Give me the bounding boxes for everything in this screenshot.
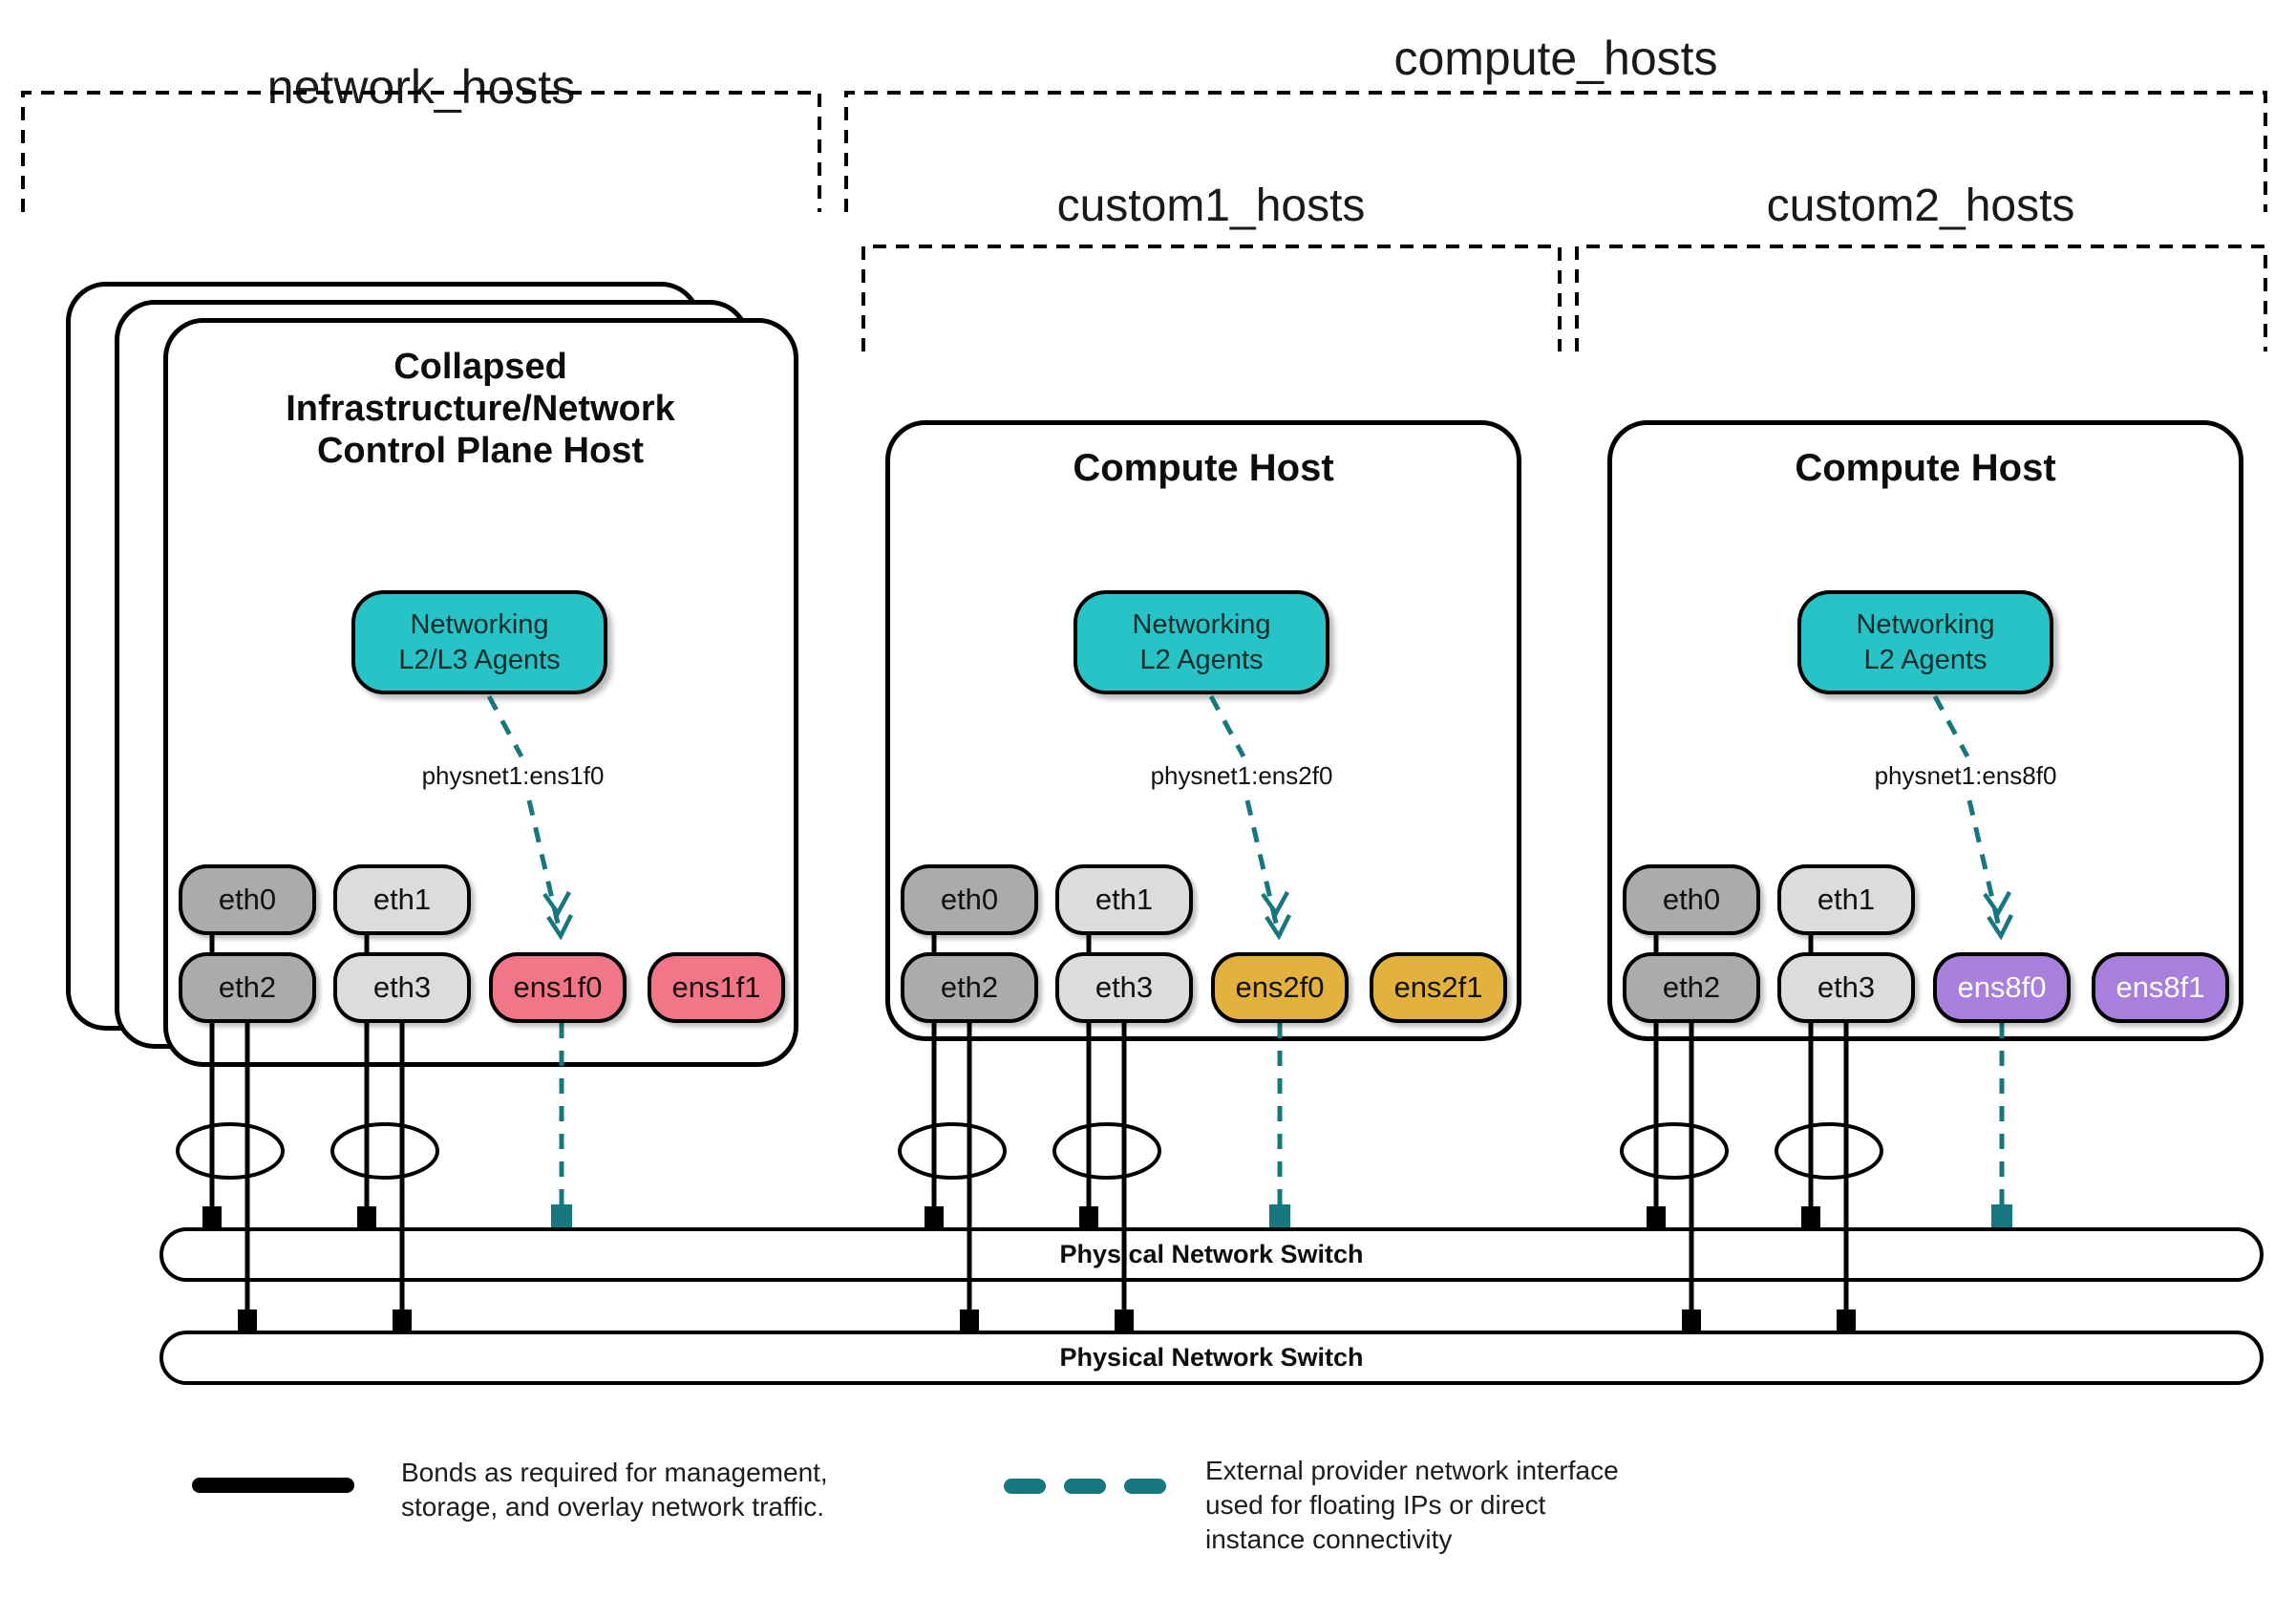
legend-solid-line <box>192 1478 354 1493</box>
switch-label-1: Physical Network Switch <box>1059 1240 1364 1268</box>
host-title-line: Infrastructure/Network <box>286 389 675 429</box>
nic-pill-eth2-infra: eth2 <box>179 952 316 1023</box>
host-title-line: Compute Host <box>1073 447 1334 489</box>
bond-ellipse <box>176 1122 285 1180</box>
networking-agents-box-compute2: Networking L2 Agents <box>1797 590 2053 694</box>
bond-ellipse <box>330 1122 439 1180</box>
nic-pill-eth2-compute1: eth2 <box>901 952 1038 1023</box>
legend-provider-line1: External provider network interface <box>1205 1456 1619 1485</box>
connector-square <box>238 1310 257 1331</box>
bond-ellipse <box>1052 1122 1161 1180</box>
switch-label-2: Physical Network Switch <box>1059 1343 1364 1372</box>
networking-agents-box-compute1: Networking L2 Agents <box>1074 590 1329 694</box>
nic-pill-eth3-infra: eth3 <box>333 952 471 1023</box>
provider-connector-square <box>1991 1204 2012 1227</box>
physnet-label-infra: physnet1:ens1f0 <box>421 761 605 790</box>
group-label-custom1-hosts: custom1_hosts <box>1056 181 1366 231</box>
bond-ellipse <box>1775 1122 1883 1180</box>
connector-square <box>1115 1310 1134 1331</box>
nic-pill-ens1f1-infra: ens1f1 <box>648 952 785 1023</box>
legend-bonds-text: Bonds as required for management, storag… <box>401 1456 828 1524</box>
nic-pill-eth1-compute1: eth1 <box>1055 864 1193 935</box>
group-label-custom2-hosts: custom2_hosts <box>1766 181 2075 231</box>
legend-dash-segment <box>1004 1479 1046 1494</box>
connector-square <box>357 1206 376 1227</box>
physnet-label-compute2: physnet1:ens8f0 <box>1874 761 2057 790</box>
agent-label-line: L2 Agents <box>1863 644 1988 675</box>
physnet-label-compute1: physnet1:ens2f0 <box>1150 761 1333 790</box>
agent-label-line: L2 Agents <box>1139 644 1264 675</box>
group-label-compute-hosts: compute_hosts <box>1393 32 1718 85</box>
legend-dash-segment <box>1064 1479 1106 1494</box>
switch-bar-1: Physical Network Switch <box>159 1227 2264 1282</box>
nic-pill-ens8f0-compute2: ens8f0 <box>1933 952 2071 1023</box>
connector-square <box>1647 1206 1666 1227</box>
host-title-line: Control Plane Host <box>316 431 645 471</box>
nic-pill-eth3-compute1: eth3 <box>1055 952 1193 1023</box>
host-title-line: Collapsed <box>393 347 567 387</box>
connector-square <box>1801 1206 1820 1227</box>
agent-label-line: Networking <box>1132 608 1271 640</box>
connector-square <box>960 1310 979 1331</box>
bond-ellipse <box>1620 1122 1729 1180</box>
connector-square <box>925 1206 944 1227</box>
connector-square <box>1682 1310 1701 1331</box>
legend-provider-line2: used for floating IPs or direct <box>1205 1490 1546 1520</box>
group-bracket <box>1575 245 2267 351</box>
nic-pill-eth0-compute1: eth0 <box>901 864 1038 935</box>
legend-bonds-line2: storage, and overlay network traffic. <box>401 1492 825 1522</box>
nic-pill-eth1-compute2: eth1 <box>1777 864 1915 935</box>
provider-connector-square <box>1269 1204 1290 1227</box>
host-box-compute1 <box>885 420 1521 1041</box>
host-title-compute2: Compute Host <box>1795 447 2055 489</box>
host-title-compute1: Compute Host <box>1073 447 1333 489</box>
nic-pill-eth3-compute2: eth3 <box>1777 952 1915 1023</box>
agent-label-line: L2/L3 Agents <box>398 644 561 675</box>
connector-square <box>1837 1310 1856 1331</box>
legend-provider-line3: instance connectivity <box>1205 1524 1453 1554</box>
nic-pill-eth2-compute2: eth2 <box>1623 952 1760 1023</box>
provider-connector-square <box>551 1204 572 1227</box>
nic-pill-ens2f1-compute1: ens2f1 <box>1370 952 1507 1023</box>
connector-square <box>393 1310 412 1331</box>
connector-square <box>202 1206 222 1227</box>
nic-pill-eth0-compute2: eth0 <box>1623 864 1760 935</box>
host-title-line: Compute Host <box>1795 447 2056 489</box>
switch-bar-2: Physical Network Switch <box>159 1331 2264 1385</box>
agent-label-line: Networking <box>1856 608 1995 640</box>
nic-pill-eth1-infra: eth1 <box>333 864 471 935</box>
bond-ellipse <box>898 1122 1007 1180</box>
connector-square <box>1079 1206 1098 1227</box>
agent-label-line: Networking <box>410 608 549 640</box>
legend-dash-segment <box>1124 1479 1166 1494</box>
nic-pill-eth0-infra: eth0 <box>179 864 316 935</box>
nic-pill-ens1f0-infra: ens1f0 <box>489 952 627 1023</box>
nic-pill-ens8f1-compute2: ens8f1 <box>2092 952 2229 1023</box>
group-bracket <box>861 245 1562 351</box>
legend-provider-text: External provider network interface used… <box>1205 1454 1619 1557</box>
legend-bonds-line1: Bonds as required for management, <box>401 1458 828 1487</box>
nic-pill-ens2f0-compute1: ens2f0 <box>1211 952 1349 1023</box>
host-box-compute2 <box>1607 420 2243 1041</box>
group-label-network-hosts: network_hosts <box>266 60 576 114</box>
